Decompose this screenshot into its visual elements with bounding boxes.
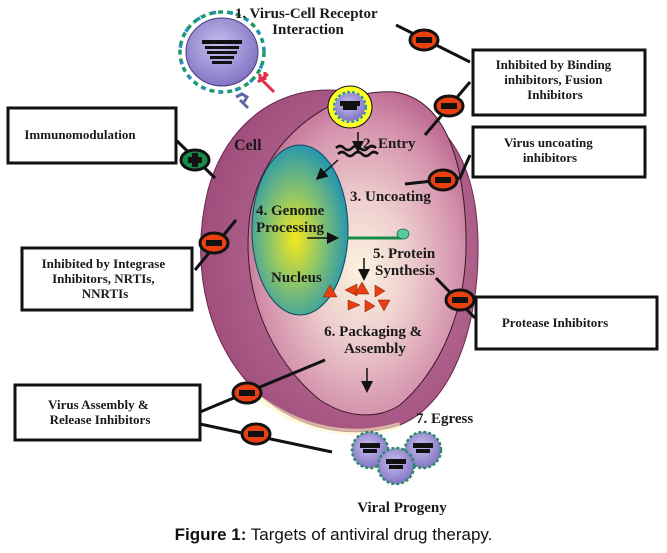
figure-caption-text: Targets of antiviral drug therapy.	[246, 525, 493, 544]
box-immunomodulation: Immunomodulation	[6, 106, 178, 165]
stage-1-label: 1. Virus-Cell Receptor Interaction	[235, 6, 381, 38]
svg-text:Immunomodulation: Immunomodulation	[24, 127, 136, 142]
viral-proteins	[322, 281, 391, 313]
stage-5-label: 5. Protein Synthesis	[373, 246, 439, 279]
nucleus-label: Nucleus	[271, 270, 322, 286]
box-binding-fusion-inhibitors: Inhibited by Binding inhibitors, Fusion …	[471, 48, 647, 117]
mrna-ribosome	[347, 228, 410, 240]
svg-text:Inhibited by Integrase I: Inhibited by Integrase Inhibitors, NRTIs…	[42, 256, 169, 301]
minus-icon	[427, 168, 459, 192]
stage-7-label: 7. Egress	[416, 411, 473, 427]
inhibit-markers	[198, 28, 476, 446]
box-uncoating-inhibitors: Virus uncoating inhibitors	[471, 125, 647, 179]
figure-caption-label: Figure 1:	[174, 525, 247, 544]
viral-progeny-particles	[350, 430, 443, 486]
svg-text:Inhibited by Binding inh: Inhibited by Binding inhibitors, Fusion …	[496, 57, 615, 102]
stage-4-label: 4. Genome Processing	[256, 203, 328, 236]
stage-2-label: 2. Entry	[363, 136, 416, 152]
minus-icon	[444, 288, 476, 312]
minus-icon	[408, 28, 440, 52]
minus-icon	[240, 422, 272, 446]
stage-3-label: 3. Uncoating	[350, 189, 431, 205]
cell-label: Cell	[234, 137, 262, 154]
svg-text:Protease Inhibitors: Protease Inhibitors	[502, 315, 608, 330]
minus-icon	[231, 381, 263, 405]
viral-progeny-label: Viral Progeny	[357, 500, 447, 516]
cell-receptor-red	[257, 72, 276, 94]
virus-particle-entering	[327, 85, 373, 129]
box-protease-inhibitors: Protease Inhibitors	[474, 295, 659, 351]
plus-icon	[179, 148, 211, 172]
minus-icon	[433, 94, 465, 118]
box-integrase-nrti-inhibitors: Inhibited by Integrase Inhibitors, NRTIs…	[20, 246, 194, 312]
stage-6-label: 6. Packaging & Assembly	[324, 324, 426, 357]
virus-particle-free	[178, 10, 266, 94]
arrow-to-nucleus	[315, 159, 339, 181]
svg-text:Virus Assembly & Release: Virus Assembly & Release Inhibitors	[48, 397, 152, 427]
minus-icon	[198, 231, 230, 255]
box-assembly-release-inhibitors: Virus Assembly & Release Inhibitors	[13, 383, 202, 442]
svg-text:Virus uncoating inhibito: Virus uncoating inhibitors	[504, 135, 596, 165]
figure-caption: Figure 1: Targets of antiviral drug ther…	[0, 525, 667, 545]
nucleus	[251, 144, 349, 316]
cell-receptor-blue	[235, 92, 250, 110]
